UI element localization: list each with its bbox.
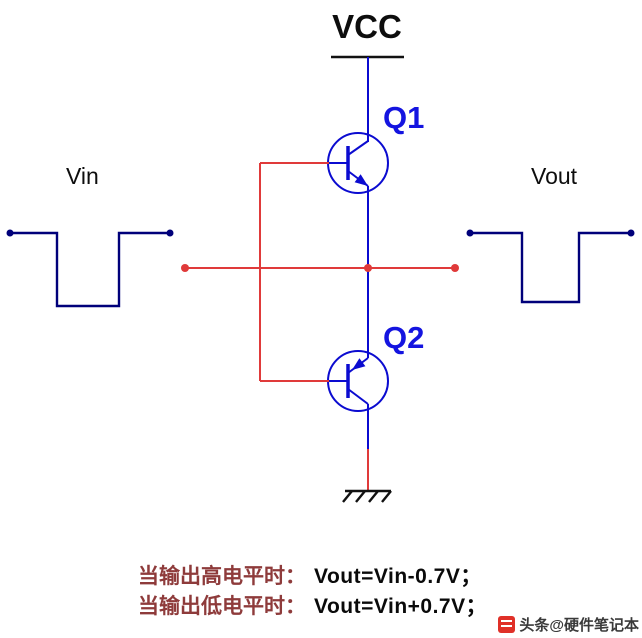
caption-high-formula: Vout=Vin-0.7V； [314, 565, 482, 588]
vin-wave-end-dot [166, 229, 174, 237]
watermark-text: 头条@硬件笔记本 [519, 617, 639, 634]
caption-low-formula: Vout=Vin+0.7V； [314, 595, 488, 618]
transistor-q2 [327, 350, 389, 412]
base-drive-wires [181, 162, 459, 382]
vin-waveform [6, 229, 174, 308]
caption-low-zh: 当输出低电平时： [138, 595, 306, 618]
ground-symbol [342, 489, 392, 503]
vin-label: Vin [66, 163, 99, 189]
caption-line-low: 当输出低电平时： Vout=Vin+0.7V； [138, 592, 487, 622]
caption-line-high: 当输出高电平时： Vout=Vin-0.7V； [138, 562, 487, 592]
caption-block: 当输出高电平时： Vout=Vin-0.7V； 当输出低电平时： Vout=Vin+… [138, 562, 487, 622]
node-dot-right [451, 264, 459, 272]
node-dot-left [181, 264, 189, 272]
vout-wave-start-dot [466, 229, 474, 237]
q1-emitter-arrow-icon [354, 174, 368, 186]
q1-collector-lead [347, 140, 369, 156]
vout-label: Vout [531, 163, 578, 189]
q2-collector-lead [347, 388, 369, 405]
q1-label: Q1 [383, 100, 424, 135]
node-dot-output [364, 264, 372, 272]
transistor-q1 [327, 132, 389, 194]
vout-wave-end-dot [627, 229, 635, 237]
toutiao-logo-icon [498, 616, 516, 633]
watermark: 头条@硬件笔记本 [498, 614, 639, 635]
q2-label: Q2 [383, 320, 424, 355]
q2-emitter-arrow-icon [352, 358, 366, 370]
caption-high-zh: 当输出高电平时： [138, 565, 306, 588]
vout-waveform [466, 229, 635, 304]
vin-wave-start-dot [6, 229, 14, 237]
vcc-label: VCC [332, 8, 402, 45]
